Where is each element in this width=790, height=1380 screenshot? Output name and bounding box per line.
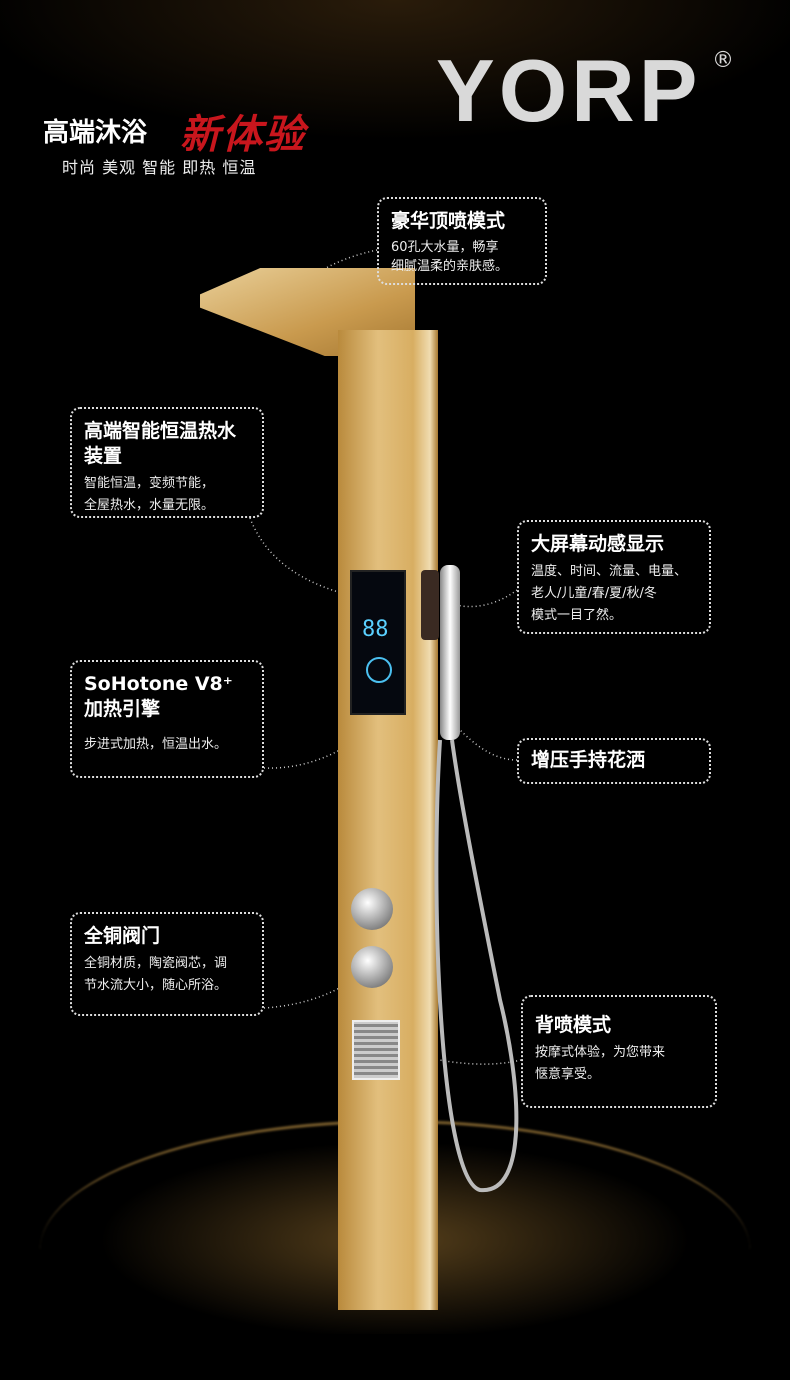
callout-handheld: 增压手持花洒 [517,738,711,784]
callout-text: 模式一目了然。 [531,608,623,623]
callout-top-spray: 豪华顶喷模式 60孔大水量，畅享 细腻温柔的亲肤感。 [377,197,547,285]
callout-text: 全屋热水，水量无限。 [84,498,215,513]
callout-text: 温度、时间、流量、电量、 [531,564,688,579]
handheld-shower [440,565,460,740]
callout-title: 全铜阀门 [84,925,161,947]
screen-dial [366,657,392,683]
callout-subtitle: 加热引擎 [84,698,161,720]
callout-connector-lines [249,249,522,1065]
handheld-holder [421,570,439,640]
brand-logo: YORP [436,41,702,140]
display-screen: 88 [350,570,406,715]
callout-copper-valve: 全铜阀门 全铜材质，陶瓷阀芯，调 节水流大小，随心所浴。 [70,912,264,1016]
callout-display: 大屏幕动感显示 温度、时间、流量、电量、 老人/儿童/春/夏/秋/冬 模式一目了… [517,520,711,634]
callout-water-heater: 高端智能恒温热水装置 智能恒温，变频节能， 全屋热水，水量无限。 [70,407,264,518]
shower-hose [434,739,519,1193]
subtitle: 时尚 美观 智能 即热 恒温 [62,158,257,177]
valve-knob-upper [351,888,393,930]
callout-text: 全铜材质，陶瓷阀芯，调 [84,956,228,971]
callout-title: 增压手持花洒 [531,749,646,771]
screen-digits: 88 [362,617,389,642]
callout-text: 节水流大小，随心所浴。 [84,978,228,993]
callout-text: 惬意享受。 [535,1067,601,1082]
callout-text: 60孔大水量，畅享 [391,240,499,255]
valve-knob-lower [351,946,393,988]
callout-text: 细腻温柔的亲肤感。 [391,259,509,274]
callout-text: 按摩式体验，为您带来 [535,1045,666,1060]
callout-text: 智能恒温，变频节能， [84,476,215,491]
gold-panel [338,330,438,1310]
callout-text: 步进式加热，恒温出水。 [84,737,228,752]
callout-title: SoHotone V8⁺ [84,673,233,695]
callout-heating-engine: SoHotone V8⁺ 加热引擎 步进式加热，恒温出水。 [70,660,264,778]
headline-accent: 新体验 [180,111,306,158]
callout-title: 豪华顶喷模式 [391,210,506,232]
headline: 高端沐浴 [43,118,148,148]
callout-title: 大屏幕动感显示 [531,533,665,555]
back-jet [352,1020,400,1080]
callout-back-spray: 背喷模式 按摩式体验，为您带来 惬意享受。 [521,995,717,1108]
registered-mark: ® [712,48,734,73]
callout-title: 背喷模式 [535,1014,612,1036]
callout-text: 老人/儿童/春/夏/秋/冬 [531,586,657,601]
callout-title: 高端智能恒温热水装置 [84,420,237,467]
